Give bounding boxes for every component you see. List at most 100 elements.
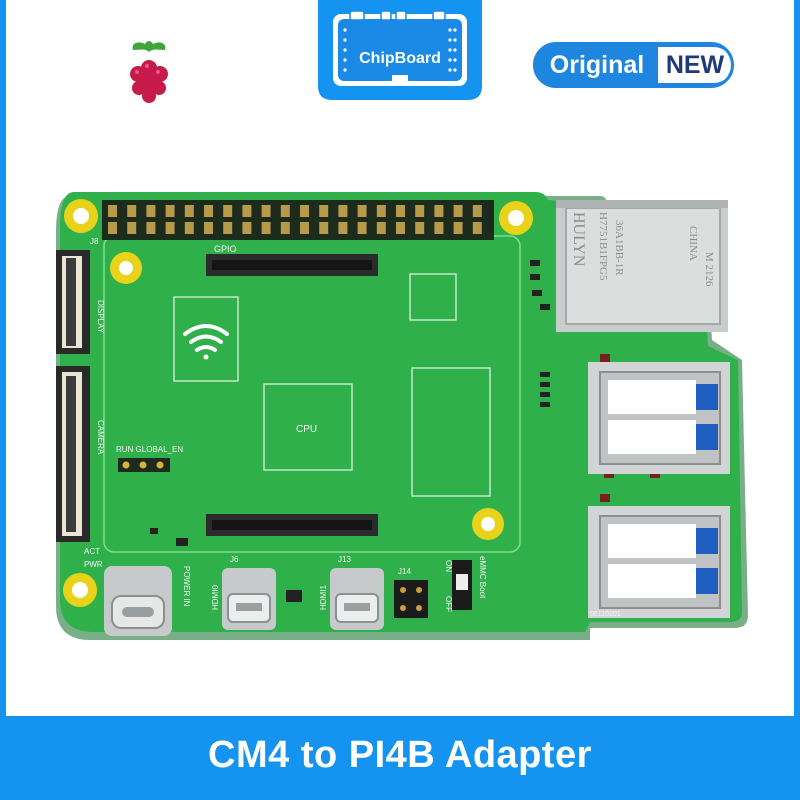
j6-label: J6 [230,555,239,564]
gpio-pin [415,205,425,217]
gpio-pin [396,205,405,217]
frame-left-border [0,0,6,800]
display-connector [56,250,90,354]
gpio-pin [242,205,252,217]
frame-right-border [794,0,800,800]
boot-switch [452,560,472,610]
gpio-pin [357,222,367,234]
mounting-hole [472,508,504,540]
off-label: OFF [444,596,453,612]
gpio-pin [396,222,405,234]
run-global-label: RUN GLOBAL_EN [116,445,183,454]
gpio-pin [165,222,175,234]
jack-date-label: M 2126 [703,252,715,287]
usb-c-power-port [104,566,172,636]
cpu-outline [263,383,353,471]
hdmi1-label: HDMI1 [319,585,328,610]
chipboard-badge-shape [318,0,482,100]
gpio-pin [146,222,156,234]
on-label: ON [444,560,453,572]
emmc-boot-label: eMMC Boot [478,556,487,599]
jack-brand-label: HULYN [570,212,587,267]
mounting-hole [64,199,98,233]
gpio-pin [146,205,156,217]
mounting-hole [63,573,97,607]
gpio-pin [453,205,463,217]
gpio-pin [223,222,233,234]
gpio-pin [242,222,252,234]
mounting-hole [499,201,533,235]
gpio-pin [261,205,271,217]
gpio-label: GPIO [214,244,237,254]
j13-label: J13 [338,555,351,564]
gpio-pin [415,222,425,234]
usb-port-lower [588,506,730,618]
gpio-pin [434,222,444,234]
gpio-pin [434,205,444,217]
cpu-label: CPU [296,424,317,435]
micro-hdmi0-port [222,568,276,630]
wifi-area-outline [173,296,239,382]
ethernet-jack [556,200,728,332]
title-banner [0,716,800,800]
gpio-pin [338,222,348,234]
gpio-pin [472,222,482,234]
gpio-pin [376,205,386,217]
gpio-pin [300,205,309,217]
ram-outline [411,367,491,497]
jack-part-label: H7751B1FPG5 [597,212,609,281]
gpio-pin [204,222,213,234]
gpio-pin [453,222,463,234]
gpio-pin [127,205,137,217]
gpio-pin [319,205,329,217]
gpio-pin [280,222,290,234]
jack-origin-label: CHINA [687,226,699,261]
hdmi0-label: HDMI0 [211,585,220,610]
gpio-pin [261,222,271,234]
gpio-pin [300,222,309,234]
chipboard-brand-label: ChipBoard [359,50,441,67]
mounting-hole [110,252,142,284]
gpio-pin [319,222,329,234]
camera-connector [56,366,90,542]
gpio-pin [108,205,117,217]
original-new-badge: Original NEW [533,42,734,88]
power-in-label: POWER IN [182,566,191,607]
serial-label: 06110201 [590,611,621,618]
jack-code-label: 36A1BB-1R [613,220,625,276]
display-label: DISPLAY [96,300,105,334]
gpio-pin [357,205,367,217]
j8-label: J8 [90,237,99,246]
product-title: CM4 to PI4B Adapter [208,734,592,776]
gpio-pin [223,205,233,217]
original-label: Original [549,51,645,79]
gpio-pin [184,222,194,234]
micro-hdmi1-port [330,568,384,630]
gpio-pin [204,205,213,217]
cm4-connector-top [206,254,378,276]
j14-jumper [394,580,428,618]
gpio-pin [376,222,386,234]
run-header-pins [118,458,170,472]
new-label: NEW [658,47,731,83]
gpio-pin [108,222,117,234]
gpio-pin [472,205,482,217]
gpio-pin [127,222,137,234]
raspberry-logo-icon [130,41,168,103]
pwr-label: PWR [84,560,103,569]
chip-outline [409,273,457,321]
cm4-connector-bottom [206,514,378,536]
act-label: ACT [84,547,100,556]
camera-label: CAMERA [96,420,105,455]
gpio-pin [280,205,290,217]
gpio-header [102,200,494,240]
gpio-pin [165,205,175,217]
gpio-pin [184,205,194,217]
gpio-pin [338,205,348,217]
usb-port-upper [588,362,730,474]
wifi-icon [183,324,229,360]
j14-label: J14 [398,567,411,576]
mounting-holes [63,199,533,607]
